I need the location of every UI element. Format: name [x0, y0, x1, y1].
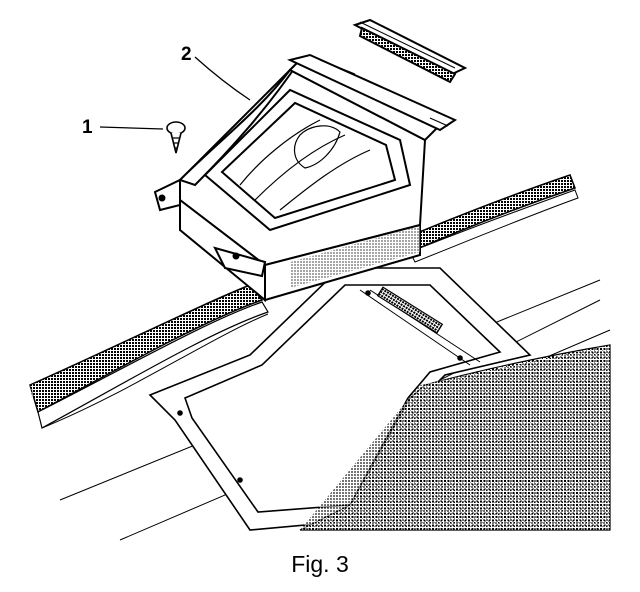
callout-2: 2: [181, 44, 192, 65]
figure-caption: Fig. 3: [291, 551, 349, 577]
screw-icon: [166, 121, 186, 154]
left-floor-shading: [30, 300, 235, 398]
housing-body: [153, 53, 458, 303]
callout-1: 1: [82, 117, 93, 138]
top-cover-strip: [352, 18, 468, 84]
callout-leaders: [99, 56, 251, 130]
right-curved-rail: [398, 174, 579, 263]
mounting-bracket: [148, 267, 532, 531]
right-floor-shading: [299, 344, 611, 531]
